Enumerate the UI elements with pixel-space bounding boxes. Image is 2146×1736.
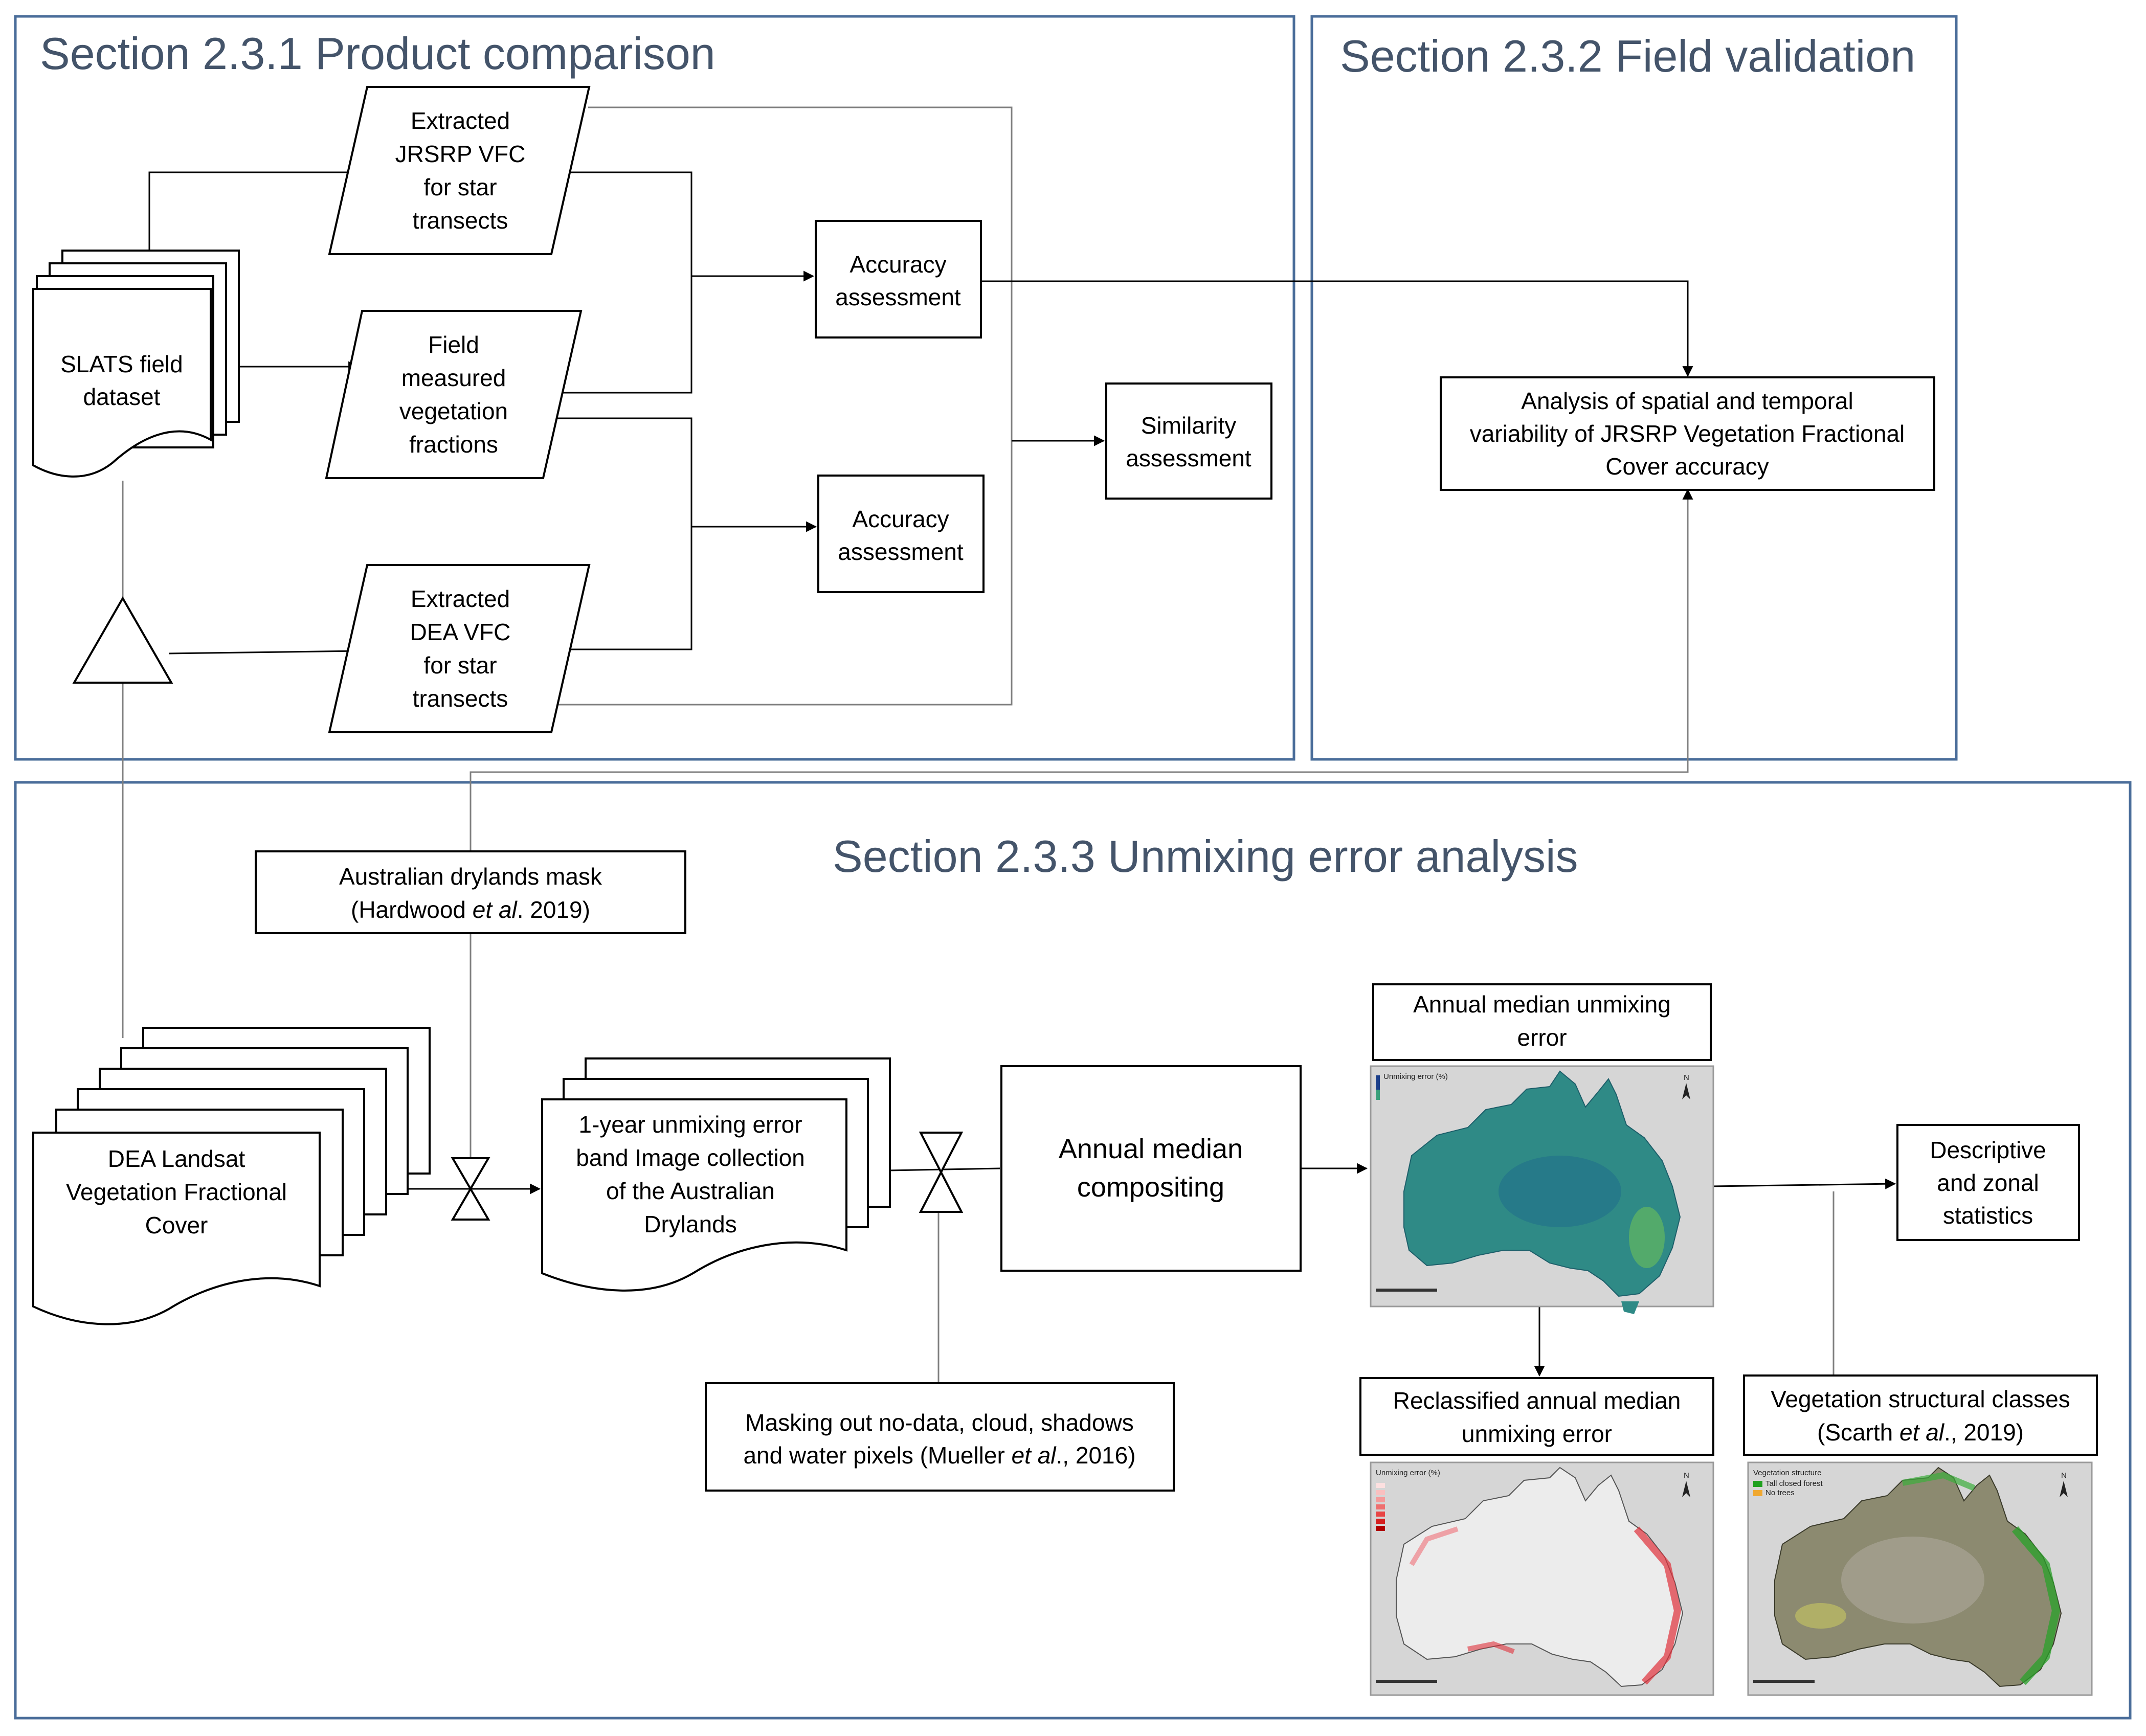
veg-classes-label-2: (Scarth et al., 2019) xyxy=(1817,1419,2024,1446)
map3-legend-item-1: Tall closed forest xyxy=(1765,1479,1823,1488)
analysis-label-2: variability of JRSRP Vegetation Fraction… xyxy=(1470,420,1905,447)
drylands-mask-label-2: (Hardwood et al. 2019) xyxy=(351,896,590,923)
accuracy-assessment-1: Accuracy assessment xyxy=(815,220,982,339)
veg-classes-label-1: Vegetation structural classes xyxy=(1771,1386,2070,1412)
descriptive-label-2: and zonal xyxy=(1937,1169,2039,1196)
field-measured-vegetation-fractions: Field measured vegetation fractions xyxy=(325,310,583,479)
unmixing-error-image-collection: 1-year unmixing error band Image collect… xyxy=(541,1057,891,1292)
annual-error-label-1: Annual median unmixing xyxy=(1413,991,1671,1018)
map2-legend xyxy=(1376,1483,1385,1531)
reclassified-label-1: Reclassified annual median xyxy=(1393,1387,1681,1414)
extracted-dea-vfc: Extracted DEA VFC for star transects xyxy=(328,564,591,733)
slats-label-2: dataset xyxy=(83,384,161,410)
compositing-label-1: Annual median xyxy=(1059,1134,1243,1164)
similarity-label-2: assessment xyxy=(1126,445,1251,471)
field-label-3: vegetation xyxy=(399,398,508,424)
section-product-comparison-frame xyxy=(14,15,1295,761)
north-arrow-icon xyxy=(1682,1481,1690,1497)
jrsrp-label-1: Extracted xyxy=(411,107,510,134)
image-collection-label-4: Drylands xyxy=(644,1211,737,1237)
masking-label-1: Masking out no-data, cloud, shadows xyxy=(745,1409,1133,1436)
accuracy-1-label-2: assessment xyxy=(835,284,961,310)
map1-north-label: N xyxy=(1684,1073,1689,1082)
masking-label-2: and water pixels (Mueller et al., 2016) xyxy=(743,1442,1135,1469)
annual-median-compositing: Annual median compositing xyxy=(1000,1065,1302,1272)
section-title-unmixing-error: Section 2.3.3 Unmixing error analysis xyxy=(833,831,1578,882)
section-field-validation-frame xyxy=(1310,15,1958,761)
descriptive-zonal-statistics: Descriptive and zonal statistics xyxy=(1896,1124,2080,1241)
map3-north-label: N xyxy=(2061,1471,2067,1480)
australian-drylands-mask: Australian drylands mask (Hardwood et al… xyxy=(255,850,686,934)
vegetation-structure-map: Vegetation structure Tall closed forest … xyxy=(1747,1461,2093,1696)
section-unmixing-error-frame xyxy=(14,781,2132,1720)
map1-legend-title: Unmixing error (%) xyxy=(1383,1072,1448,1081)
image-collection-label-3: of the Australian xyxy=(606,1178,775,1204)
drylands-mask-label-1: Australian drylands mask xyxy=(339,863,602,890)
annual-median-unmixing-error-label: Annual median unmixing error xyxy=(1372,983,1712,1061)
accuracy-assessment-2: Accuracy assessment xyxy=(817,475,985,593)
field-label-4: fractions xyxy=(409,431,498,458)
dea-vfc-label-4: transects xyxy=(413,685,508,712)
dea-landsat-label-3: Cover xyxy=(145,1212,208,1238)
section-title-field-validation: Section 2.3.2 Field validation xyxy=(1340,31,1915,81)
image-collection-label-1: 1-year unmixing error xyxy=(578,1111,802,1138)
image-collection-label-2: band Image collection xyxy=(576,1144,805,1171)
map2-north-label: N xyxy=(1684,1471,1689,1480)
field-label-1: Field xyxy=(428,331,479,358)
jrsrp-label-4: transects xyxy=(413,207,508,234)
map2-legend-title: Unmixing error (%) xyxy=(1376,1469,1440,1477)
dea-vfc-label-1: Extracted xyxy=(411,585,510,612)
accuracy-2-label-2: assessment xyxy=(838,538,964,565)
mask-bowtie-symbol xyxy=(451,1157,490,1221)
reclassified-error-map: Unmixing error (%) N xyxy=(1370,1461,1714,1696)
dea-landsat-label-1: DEA Landsat xyxy=(108,1145,245,1172)
analysis-label-3: Cover accuracy xyxy=(1605,453,1769,480)
dea-vfc-label-3: for star xyxy=(423,652,497,679)
annual-median-error-map: Unmixing error (%) N xyxy=(1370,1065,1714,1314)
north-arrow-icon xyxy=(1682,1083,1690,1099)
extracted-jrsrp-vfc: Extracted JRSRP VFC for star transects xyxy=(328,86,591,255)
reclassified-annual-median-error-label: Reclassified annual median unmixing erro… xyxy=(1359,1377,1714,1456)
similarity-label-1: Similarity xyxy=(1141,412,1237,439)
jrsrp-label-3: for star xyxy=(423,174,497,200)
map3-legend-item-2: No trees xyxy=(1765,1489,1795,1497)
analysis-label-1: Analysis of spatial and temporal xyxy=(1521,388,1853,414)
merge-triangle-symbol xyxy=(72,596,173,684)
analysis-spatial-temporal-variability: Analysis of spatial and temporal variabi… xyxy=(1440,376,1935,491)
reclassified-label-2: unmixing error xyxy=(1462,1421,1612,1447)
jrsrp-label-2: JRSRP VFC xyxy=(395,141,526,167)
slats-label-1: SLATS field xyxy=(60,351,183,377)
dea-vfc-label-2: DEA VFC xyxy=(410,619,511,645)
field-label-2: measured xyxy=(401,365,506,391)
descriptive-label-3: statistics xyxy=(1943,1202,2033,1229)
section-title-product-comparison: Section 2.3.1 Product comparison xyxy=(40,28,716,79)
cloud-mask-bowtie-symbol xyxy=(919,1132,964,1213)
map3-legend-title: Vegetation structure xyxy=(1753,1469,1821,1477)
accuracy-2-label-1: Accuracy xyxy=(852,506,949,532)
accuracy-1-label-1: Accuracy xyxy=(850,251,946,278)
similarity-assessment: Similarity assessment xyxy=(1105,382,1272,500)
vegetation-structural-classes-label: Vegetation structural classes (Scarth et… xyxy=(1743,1374,2098,1456)
north-arrow-icon xyxy=(2060,1481,2068,1497)
dea-landsat-vfc-stack: DEA Landsat Vegetation Fractional Cover xyxy=(32,1027,431,1325)
slats-field-dataset: SLATS field dataset xyxy=(32,250,240,478)
dea-landsat-label-2: Vegetation Fractional xyxy=(66,1179,287,1205)
masking-no-data-cloud-shadows: Masking out no-data, cloud, shadows and … xyxy=(705,1382,1175,1492)
annual-error-label-2: error xyxy=(1517,1024,1567,1051)
descriptive-label-1: Descriptive xyxy=(1930,1137,2046,1163)
compositing-label-2: compositing xyxy=(1077,1172,1224,1203)
